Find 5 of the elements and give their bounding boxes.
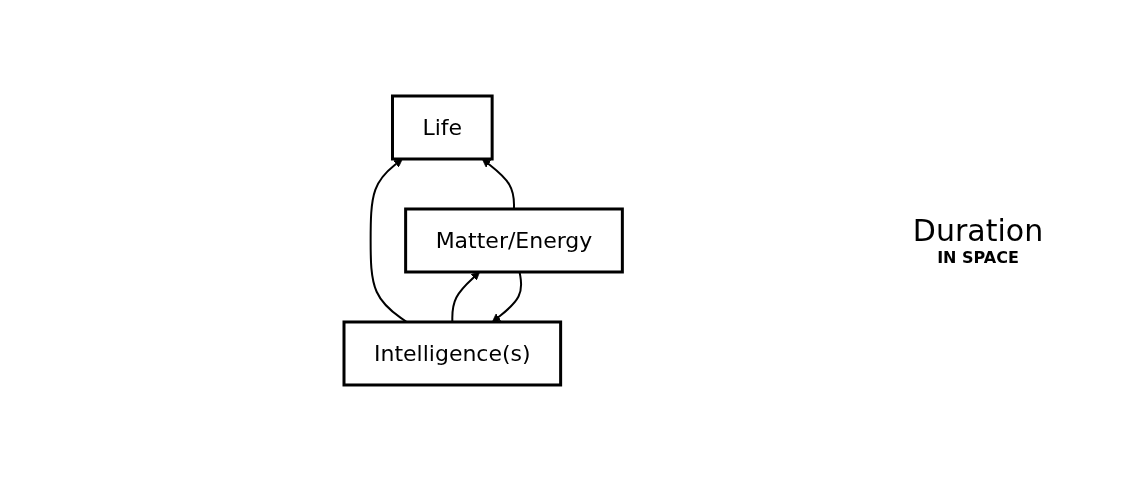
node-box: Life (390, 94, 494, 160)
diagram-label: IN SPACE (937, 248, 1019, 267)
node-box: Matter/Energy (403, 207, 624, 273)
node-box: Intelligence(s) (342, 320, 562, 386)
diagram-label: Duration (912, 213, 1044, 248)
